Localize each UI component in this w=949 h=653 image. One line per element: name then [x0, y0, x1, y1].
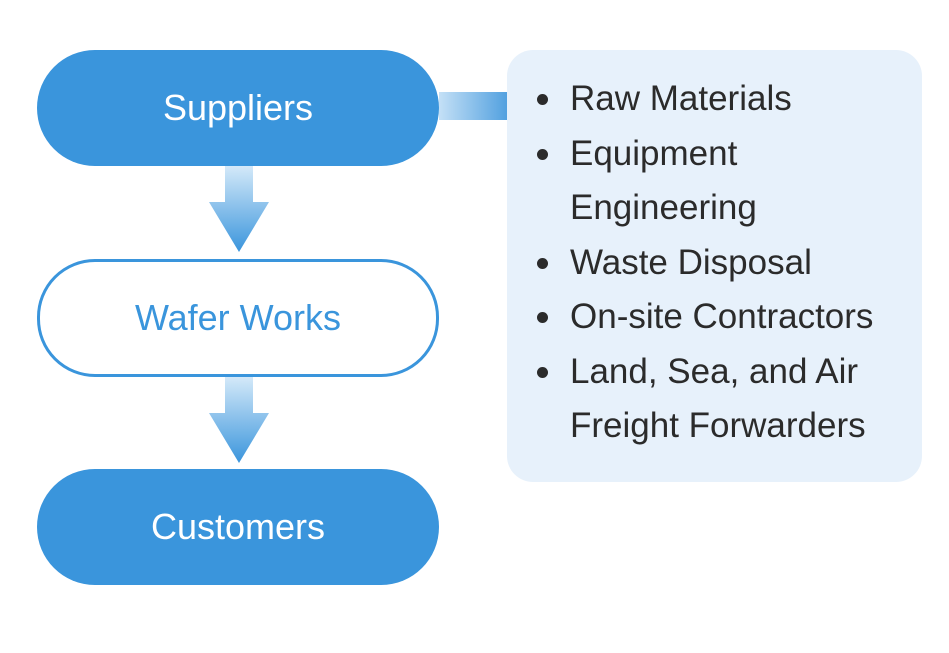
- customers-label: Customers: [150, 506, 326, 547]
- supplier-type-text: Raw Materials: [570, 79, 792, 118]
- supplier-type-text: Engineering: [570, 188, 757, 227]
- supplier-type-text: Waste Disposal: [570, 242, 812, 282]
- supplier-type-item: Raw Materials: [535, 72, 922, 127]
- supplier-type-text: Land, Sea, and Air: [570, 351, 858, 391]
- supplier-type-text: Freight Forwarders: [570, 406, 866, 445]
- bullet-icon: [537, 312, 548, 323]
- supplier-type-text: On-site Contractors: [570, 297, 874, 336]
- suppliers-label: Suppliers: [162, 87, 314, 128]
- wafer-works-node: Wafer Works: [37, 259, 439, 377]
- arrow-suppliers-to-wafer-works: [209, 166, 269, 252]
- bullet-icon: [537, 148, 548, 160]
- customers-node: Customers: [37, 469, 439, 585]
- bullet-icon: [537, 94, 548, 105]
- supplier-type-text: Equipment: [570, 133, 738, 173]
- supplier-type-item: Waste Disposal: [535, 236, 922, 291]
- arrow-wafer-works-to-customers: [209, 377, 269, 463]
- suppliers-node: Suppliers: [37, 50, 439, 166]
- supplier-type-item: On-site Contractors: [535, 290, 922, 345]
- bullet-icon: [537, 257, 548, 269]
- suppliers-connector: [439, 92, 509, 120]
- wafer-works-label: Wafer Works: [134, 297, 341, 338]
- bullet-icon: [537, 366, 548, 378]
